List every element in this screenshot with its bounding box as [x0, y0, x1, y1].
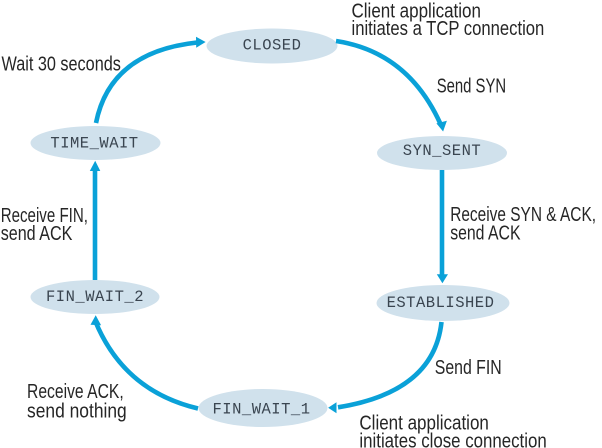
- svg-text:Receive ACK,: Receive ACK,: [27, 380, 124, 402]
- svg-text:Client application: Client application: [352, 0, 481, 22]
- svg-text:TIME_WAIT: TIME_WAIT: [50, 134, 138, 152]
- svg-text:ESTABLISHED: ESTABLISHED: [387, 294, 495, 312]
- svg-text:Receive SYN & ACK,: Receive SYN & ACK,: [450, 203, 596, 225]
- svg-text:Client application: Client application: [359, 411, 488, 434]
- svg-text:send nothing: send nothing: [27, 399, 127, 421]
- svg-text:initiates a TCP connection: initiates a TCP connection: [352, 17, 545, 40]
- svg-text:Receive FIN,: Receive FIN,: [1, 204, 88, 227]
- svg-text:FIN_WAIT_1: FIN_WAIT_1: [212, 401, 310, 419]
- svg-text:initiates close connection: initiates close connection: [359, 429, 546, 448]
- svg-text:Send FIN: Send FIN: [435, 356, 502, 378]
- svg-text:CLOSED: CLOSED: [243, 36, 302, 54]
- svg-text:send ACK: send ACK: [450, 222, 520, 244]
- svg-text:Wait 30 seconds: Wait 30 seconds: [2, 53, 121, 75]
- svg-text:send ACK: send ACK: [1, 222, 73, 244]
- svg-text:SYN_SENT: SYN_SENT: [403, 142, 481, 160]
- svg-text:FIN_WAIT_2: FIN_WAIT_2: [46, 288, 144, 306]
- svg-text:Send SYN: Send SYN: [437, 74, 506, 97]
